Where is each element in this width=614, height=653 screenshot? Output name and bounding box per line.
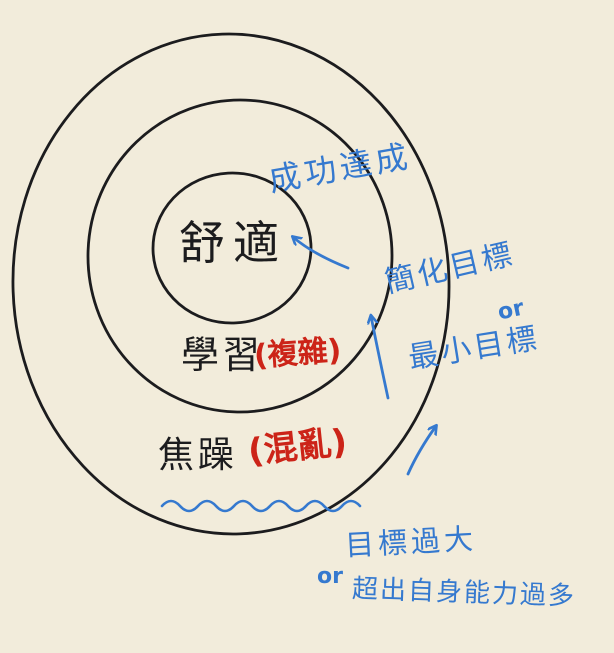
inner-circle bbox=[151, 171, 313, 325]
annotation-or-right: or bbox=[495, 295, 527, 326]
middle-zone-label: 學習 bbox=[181, 333, 264, 377]
annotation-or-bottom: or bbox=[317, 564, 343, 589]
outer-zone-label: 焦躁 bbox=[158, 435, 239, 476]
annotation-exceed-ability: 超出自身能力過多 bbox=[351, 574, 577, 612]
outer-zone-note: (混亂) bbox=[246, 421, 349, 473]
middle-circle bbox=[86, 98, 394, 414]
outer-circle bbox=[11, 32, 451, 536]
arrow-up-middle-ring bbox=[371, 316, 390, 400]
arrow-to-outer-ring bbox=[406, 426, 436, 476]
middle-zone-note: (複雜) bbox=[252, 332, 343, 375]
arrow-to-inner-circle bbox=[293, 237, 350, 270]
wavy-underline bbox=[160, 499, 362, 513]
annotation-goal-too-big: 目標過大 bbox=[344, 521, 478, 563]
inner-zone-label: 舒適 bbox=[179, 216, 287, 270]
